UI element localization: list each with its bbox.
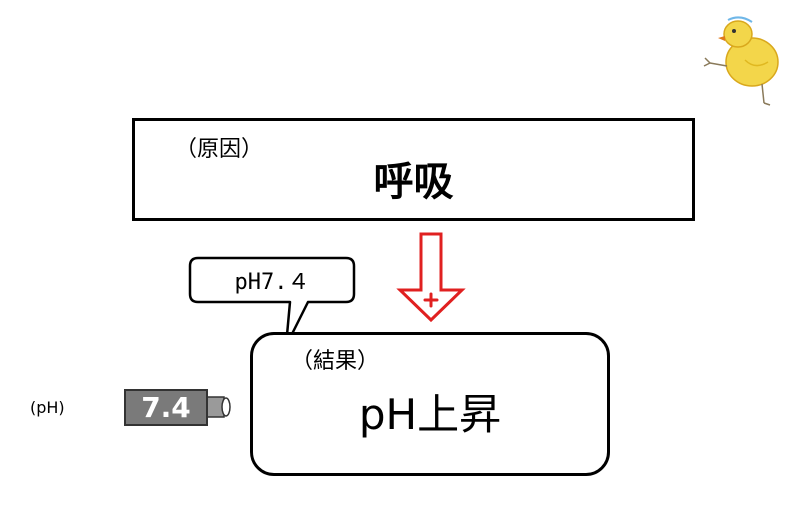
down-arrow-icon: [396, 232, 466, 323]
result-box: （結果） pH上昇: [250, 332, 610, 476]
callout-bubble: [188, 256, 356, 348]
result-text: pH上昇: [358, 390, 502, 439]
callout-text: pH7.４: [234, 270, 310, 295]
chick-icon: [703, 16, 779, 106]
cause-text: 呼吸: [373, 159, 454, 205]
ph-side-label: (pH): [30, 398, 65, 417]
ph-meter-probe-icon: [206, 396, 231, 418]
ph-meter-display: 7.4: [124, 389, 208, 426]
result-label: （結果）: [291, 349, 380, 374]
cause-box: （原因） 呼吸: [132, 118, 695, 221]
cause-label: （原因）: [175, 137, 264, 162]
plus-sign-icon: [423, 292, 439, 308]
